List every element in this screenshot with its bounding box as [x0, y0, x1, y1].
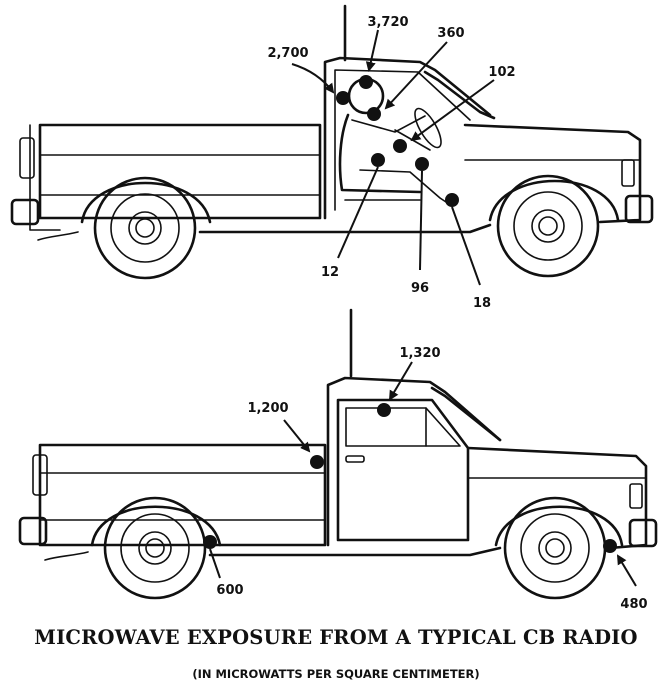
- measurement-dot: [377, 403, 391, 417]
- reading-hands: 102: [488, 65, 515, 80]
- reading-head: 3,720: [367, 15, 408, 30]
- top-truck-illustration: [10, 4, 654, 280]
- top-truck-measurements: 3,720 2,700 360 102 12 96 18: [267, 15, 515, 311]
- diagram-subtitle: (IN MICROWATTS PER SQUARE CENTIMETER): [192, 667, 480, 681]
- reading-ankle: 18: [473, 296, 491, 311]
- front-wheel: [503, 496, 607, 600]
- rear-wheel: [93, 176, 197, 280]
- tail-light: [19, 137, 35, 179]
- truck-bed: [38, 443, 327, 547]
- measurement-dot: [310, 455, 324, 469]
- measurement-dot: [445, 193, 459, 207]
- measurement-dot: [359, 75, 373, 89]
- rear-bumper: [18, 516, 48, 546]
- tail-light: [32, 454, 48, 496]
- front-bumper: [624, 194, 654, 224]
- rear-bumper: [10, 198, 40, 226]
- bottom-truck-measurements: 1,320 1,200 600 480: [203, 346, 648, 612]
- measurement-dot: [336, 91, 350, 105]
- reading-lap: 12: [321, 265, 339, 280]
- windshield-pillar: [423, 70, 496, 120]
- front-wheel: [496, 174, 600, 278]
- reading-rear-wheel: 600: [216, 583, 243, 598]
- measurement-dot: [393, 139, 407, 153]
- measurement-dot: [603, 539, 617, 553]
- door-opening: [334, 69, 471, 211]
- cab-door: [336, 398, 470, 542]
- truck-bed: [38, 123, 322, 220]
- reading-chest: 360: [437, 26, 464, 41]
- reading-door-window: 1,320: [399, 346, 440, 361]
- reading-front-wheel: 480: [620, 597, 647, 612]
- reading-side-window: 2,700: [267, 46, 308, 61]
- measurement-dot: [415, 157, 429, 171]
- cab-outline: [326, 376, 502, 547]
- reading-door-front: 1,200: [247, 401, 288, 416]
- door-handle: [345, 455, 365, 463]
- marker-light: [621, 159, 635, 187]
- measurement-dot: [371, 153, 385, 167]
- reading-knee: 96: [411, 281, 429, 296]
- measurement-dot: [367, 107, 381, 121]
- bottom-truck-illustration: [18, 308, 658, 600]
- measurement-dot: [203, 535, 217, 549]
- marker-light: [629, 483, 643, 509]
- rear-wheel: [103, 496, 207, 600]
- diagram-title: MICROWAVE EXPOSURE FROM A TYPICAL CB RAD…: [34, 626, 638, 649]
- front-bumper: [628, 518, 658, 548]
